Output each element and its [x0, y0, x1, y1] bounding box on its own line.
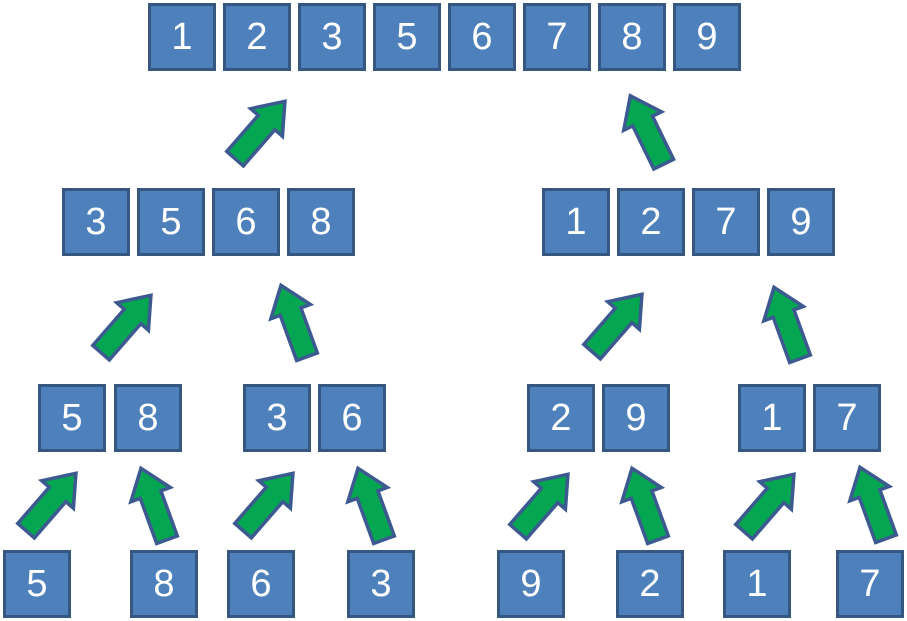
array-cell: 9 [673, 3, 741, 71]
array-cell: 1 [148, 3, 216, 71]
array-cell: 5 [3, 550, 71, 618]
merge-arrow-icon [345, 465, 397, 546]
merge-arrow-icon [619, 465, 671, 546]
array-cell: 7 [523, 3, 591, 71]
array-cell: 6 [227, 550, 295, 618]
array-cell: 3 [62, 188, 130, 256]
array-cell: 5 [38, 384, 106, 452]
merge-arrow-icon [15, 471, 78, 541]
array-cell: 2 [527, 384, 595, 452]
array-cell: 1 [738, 384, 806, 452]
merge-arrow-icon [268, 282, 320, 363]
array-cell: 9 [767, 188, 835, 256]
array-cell: 3 [298, 3, 366, 71]
array-cell: 7 [692, 188, 760, 256]
merge-arrow-icon [128, 465, 180, 546]
array-cell: 3 [347, 550, 415, 618]
array-cell: 6 [448, 3, 516, 71]
array-cell: 8 [114, 384, 182, 452]
merge-arrow-icon [232, 471, 295, 541]
array-cell: 6 [212, 188, 280, 256]
array-cell: 9 [602, 384, 670, 452]
array-cell: 8 [287, 188, 355, 256]
merge-arrow-icon [90, 293, 153, 363]
array-cell: 1 [542, 188, 610, 256]
array-cell: 5 [137, 188, 205, 256]
merge-arrow-icon [621, 93, 676, 172]
merge-arrow-icon [507, 472, 570, 542]
array-cell: 2 [617, 188, 685, 256]
array-cell: 9 [497, 550, 565, 618]
array-cell: 7 [836, 550, 904, 618]
merge-arrow-icon [847, 464, 899, 545]
merge-arrow-icon [733, 472, 796, 542]
array-cell: 2 [223, 3, 291, 71]
array-cell: 8 [598, 3, 666, 71]
array-cell: 8 [130, 550, 198, 618]
array-cell: 6 [318, 384, 386, 452]
merge-arrow-icon [581, 292, 644, 362]
array-cell: 1 [723, 550, 791, 618]
merge-arrow-icon [761, 284, 813, 365]
array-cell: 7 [813, 384, 881, 452]
array-cell: 5 [373, 3, 441, 71]
merge-arrow-icon [224, 99, 287, 169]
array-cell: 3 [243, 384, 311, 452]
array-cell: 2 [616, 550, 684, 618]
